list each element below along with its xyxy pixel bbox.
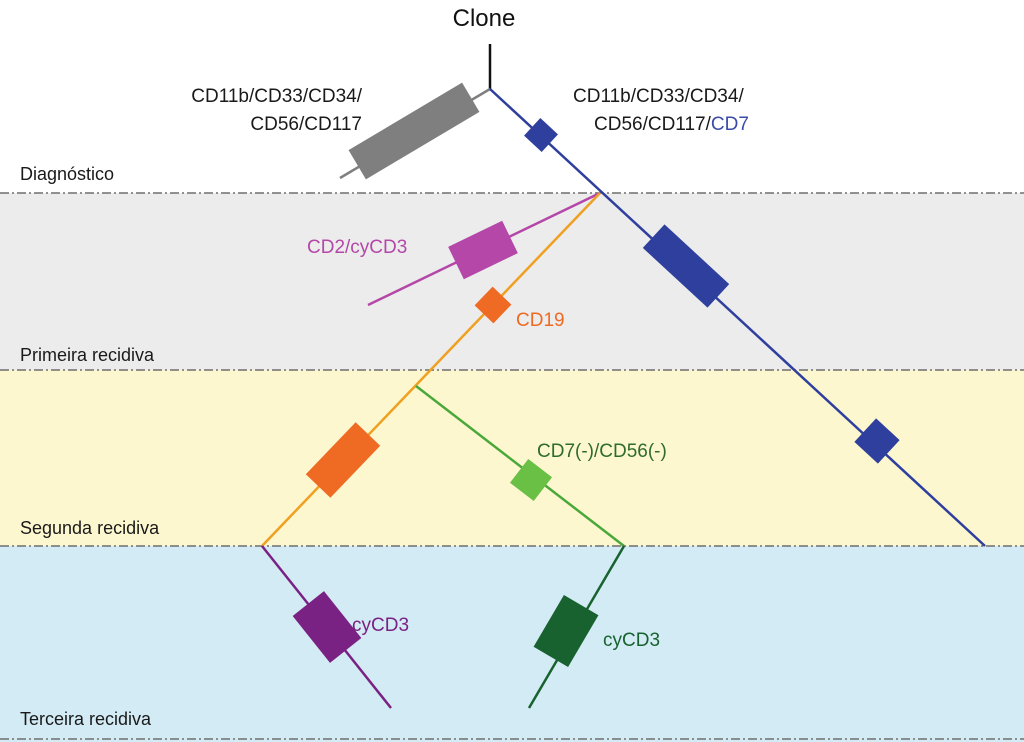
darkgreen-label: cyCD3: [603, 630, 660, 651]
grey-label-line1: CD11b/CD33/CD34/: [191, 86, 362, 107]
marker-box-orange: [305, 422, 381, 498]
band-segunda-recidiva: [0, 370, 1024, 546]
blue-label-cd7: CD7: [711, 114, 749, 135]
stage-label-diagnostico: Diagnóstico: [20, 164, 114, 184]
branch-line-green: [415, 385, 625, 547]
blue-label-line2: CD56/CD117/CD7: [594, 114, 749, 135]
marker-box-purple: [292, 591, 362, 663]
grey-label-line2: CD56/CD117: [250, 114, 362, 135]
purple-label: cyCD3: [352, 615, 409, 636]
branch-line-orange: [261, 192, 601, 547]
stage-separators: [0, 192, 1024, 740]
marker-diamond-orange: [474, 286, 512, 324]
marker-box-magenta: [448, 220, 518, 280]
band-terceira-recidiva: [0, 546, 1024, 742]
magenta-label: CD2/cyCD3: [307, 237, 407, 258]
stage-label-terceira: Terceira recidiva: [20, 709, 152, 729]
clone-title: Clone: [453, 5, 516, 32]
marker-diamond-blue-2: [854, 418, 900, 464]
stage-label-primeira: Primeira recidiva: [20, 345, 155, 365]
branch-line-blue: [489, 88, 986, 547]
band-primeira-recidiva: [0, 193, 1024, 370]
green-label: CD7(-)/CD56(-): [537, 441, 667, 462]
band-diagnostico: [0, 0, 1024, 193]
blue-label-line1: CD11b/CD33/CD34/: [573, 86, 744, 107]
marker-diamond-green: [509, 458, 553, 502]
stage-label-segunda: Segunda recidiva: [20, 518, 160, 538]
orange-label: CD19: [516, 310, 565, 331]
marker-box-darkgreen: [533, 595, 599, 667]
blue-label-line2-prefix: CD56/CD117/: [594, 114, 712, 135]
marker-box-blue: [642, 224, 730, 308]
marker-box-grey: [348, 82, 480, 180]
marker-diamond-blue-1: [524, 118, 558, 152]
